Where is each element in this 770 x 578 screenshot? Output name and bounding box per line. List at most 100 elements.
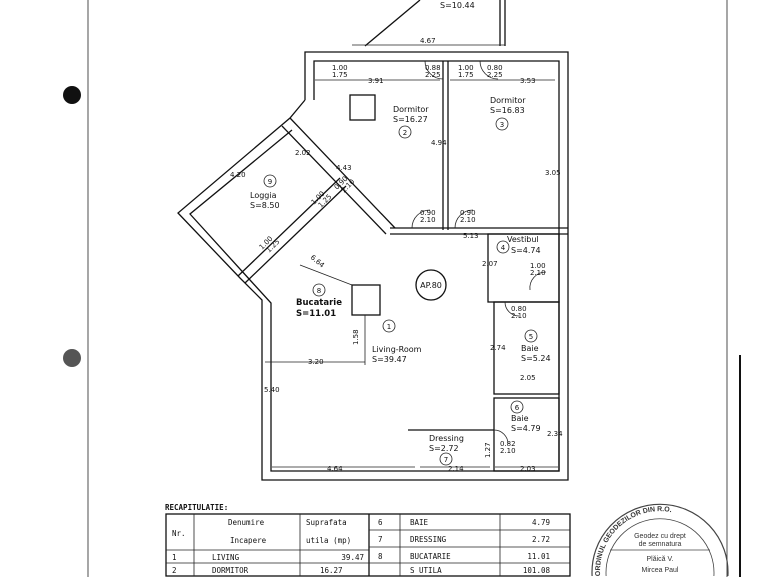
svg-text:101.08: 101.08 [523, 566, 551, 575]
svg-text:3.91: 3.91 [368, 77, 384, 85]
svg-text:1: 1 [172, 553, 177, 562]
room-2-bedroom: Dormitor S=16.27 2 [393, 105, 429, 139]
svg-text:2.10: 2.10 [511, 312, 527, 320]
svg-text:7: 7 [378, 535, 383, 544]
summary-table: RECAPITULATIE: Nr. Denumire Incapere Sup… [165, 503, 571, 577]
svg-text:DRESSING: DRESSING [410, 535, 447, 544]
svg-text:1: 1 [387, 323, 391, 331]
svg-text:6.64: 6.64 [309, 253, 327, 269]
svg-text:Baie: Baie [521, 344, 539, 353]
svg-text:Suprafata: Suprafata [306, 518, 347, 527]
svg-text:2.05: 2.05 [520, 374, 536, 382]
svg-text:5: 5 [529, 333, 533, 341]
svg-text:4.94: 4.94 [431, 139, 447, 147]
svg-text:2: 2 [172, 566, 177, 575]
svg-text:Dressing: Dressing [429, 434, 464, 443]
svg-text:de semnatura: de semnatura [639, 541, 682, 548]
svg-text:2: 2 [403, 129, 407, 137]
punch-hole [63, 86, 81, 104]
svg-text:3: 3 [500, 121, 504, 129]
svg-text:2.03: 2.03 [520, 465, 536, 473]
room-7-dressing: Dressing S=2.72 7 [429, 434, 464, 466]
svg-text:Incapere: Incapere [230, 536, 267, 545]
svg-text:BAIE: BAIE [410, 518, 429, 527]
svg-text:S=4.79: S=4.79 [511, 424, 541, 433]
room-8-kitchen: 8 Bucatarie S=11.01 [296, 283, 342, 319]
svg-text:0.82: 0.82 [500, 440, 516, 448]
room-1-living: 1 Living-Room S=39.47 [372, 319, 422, 364]
svg-text:9: 9 [268, 178, 272, 186]
svg-text:Living-Room: Living-Room [372, 345, 422, 354]
svg-text:5.13: 5.13 [463, 232, 479, 240]
svg-text:2.10: 2.10 [420, 216, 436, 224]
room-4-vestibul: 4 Vestibul S=4.74 [496, 235, 541, 255]
svg-text:1.00: 1.00 [530, 262, 546, 270]
table-row: 8 BUCATARIE 11.01 [378, 552, 550, 561]
svg-text:4.67: 4.67 [420, 37, 436, 45]
room-9-loggia: 9 Loggia S=8.50 [250, 174, 280, 210]
surveyor-stamp: ORDINUL GEODEZILOR DIN R.O. Geodez cu dr… [591, 503, 729, 576]
svg-text:0.90: 0.90 [460, 209, 476, 217]
svg-text:LIVING: LIVING [212, 553, 240, 562]
svg-text:DORMITOR: DORMITOR [212, 566, 249, 575]
svg-text:8: 8 [378, 552, 383, 561]
svg-text:6: 6 [515, 404, 520, 412]
svg-text:2.74: 2.74 [490, 344, 506, 352]
dimension-labels: 3.91 3.53 4.94 3.05 2.02 4.43 4.20 5.13 … [230, 77, 563, 473]
svg-text:4: 4 [501, 244, 506, 252]
svg-text:S=2.72: S=2.72 [429, 444, 459, 453]
table-title: RECAPITULATIE: [165, 503, 228, 512]
svg-text:39.47: 39.47 [341, 553, 364, 562]
svg-text:Dormitor: Dormitor [490, 96, 526, 105]
svg-text:5.40: 5.40 [264, 386, 280, 394]
svg-text:2.25: 2.25 [425, 71, 441, 79]
room-5-bath: 5 Baie S=5.24 [521, 329, 551, 363]
svg-text:4.43: 4.43 [336, 164, 352, 172]
svg-text:Denumire: Denumire [228, 518, 265, 527]
svg-text:7: 7 [444, 456, 448, 464]
svg-text:S=39.47: S=39.47 [372, 355, 407, 364]
svg-text:Geodez cu drept: Geodez cu drept [634, 533, 686, 540]
svg-text:Nr.: Nr. [172, 529, 186, 538]
svg-text:4.20: 4.20 [230, 171, 246, 179]
svg-text:1.58: 1.58 [352, 329, 360, 345]
svg-text:3.05: 3.05 [545, 169, 561, 177]
svg-text:1.27: 1.27 [484, 442, 492, 458]
svg-text:0.90: 0.90 [420, 209, 436, 217]
svg-text:2.72: 2.72 [532, 535, 550, 544]
svg-text:1.75: 1.75 [332, 71, 348, 79]
svg-text:3.53: 3.53 [520, 77, 536, 85]
table-row-total: S UTILA 101.08 [410, 566, 550, 575]
svg-text:S=4.74: S=4.74 [511, 246, 541, 255]
svg-text:2.07: 2.07 [482, 260, 498, 268]
floor-plan: S=10.44 4.67 AP.80 1 Living-Room [177, 0, 569, 481]
table-row: 1 LIVING 39.47 [172, 553, 364, 562]
svg-text:Bucatarie: Bucatarie [296, 298, 342, 308]
svg-text:S=16.27: S=16.27 [393, 115, 428, 124]
svg-text:S UTILA: S UTILA [410, 566, 442, 575]
svg-text:1.00: 1.00 [332, 64, 348, 72]
svg-text:8: 8 [317, 287, 321, 295]
svg-text:S=8.50: S=8.50 [250, 201, 280, 210]
svg-text:2.34: 2.34 [547, 430, 563, 438]
svg-text:Dormitor: Dormitor [393, 105, 429, 114]
balcony-area: S=10.44 [440, 1, 475, 10]
table-row: 7 DRESSING 2.72 [378, 535, 550, 544]
svg-text:6: 6 [378, 518, 383, 527]
room-6-bath: 6 Baie S=4.79 [510, 400, 541, 433]
svg-text:1.75: 1.75 [458, 71, 474, 79]
svg-text:utila (mp): utila (mp) [306, 536, 351, 545]
table-row: 6 BAIE 4.79 [378, 518, 550, 527]
svg-text:3.20: 3.20 [308, 358, 324, 366]
svg-text:11.01: 11.01 [527, 552, 550, 561]
svg-text:S=11.01: S=11.01 [296, 309, 336, 319]
room-3-bedroom: Dormitor S=16.83 3 [490, 96, 526, 131]
svg-text:Mircea Paul: Mircea Paul [642, 567, 679, 574]
svg-text:2.02: 2.02 [295, 149, 311, 157]
svg-text:1.00: 1.00 [458, 64, 474, 72]
svg-text:Baie: Baie [511, 414, 529, 423]
svg-text:0.88: 0.88 [425, 64, 441, 72]
svg-text:S=5.24: S=5.24 [521, 354, 551, 363]
svg-text:2.14: 2.14 [448, 465, 464, 473]
